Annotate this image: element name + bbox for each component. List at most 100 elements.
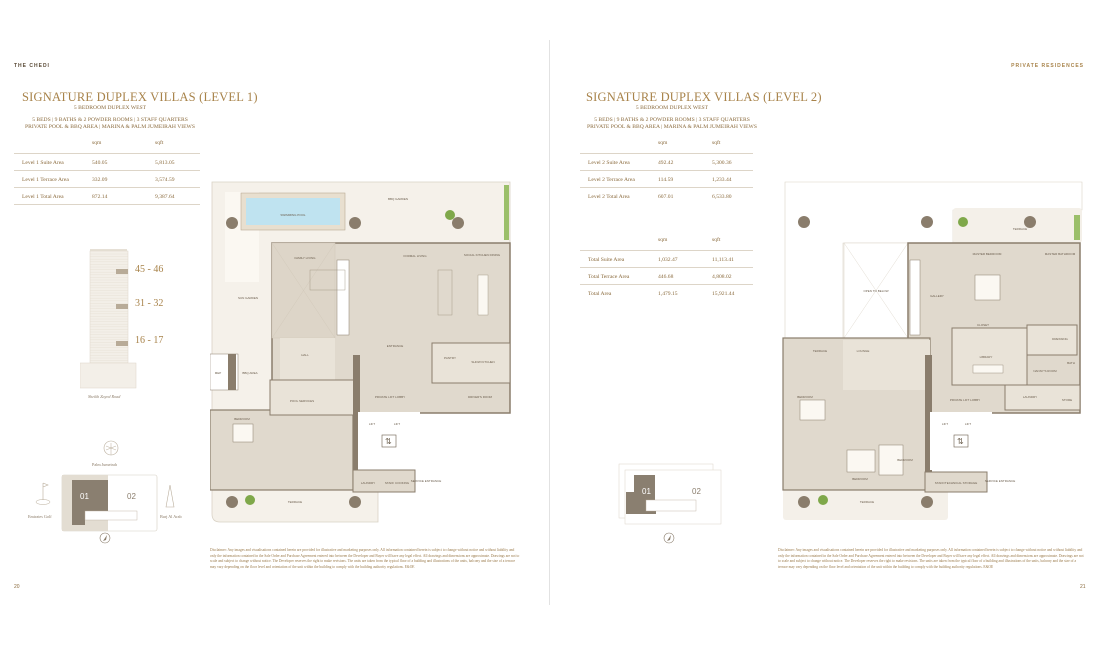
row-sqft: 15,921.44 xyxy=(712,291,735,297)
emirates-golf-label: Emirates Golf xyxy=(28,514,52,519)
label-lift-1: LIFT xyxy=(942,422,948,426)
label-terrace: TERRACE xyxy=(288,500,302,504)
north-arrow-icon xyxy=(663,532,675,544)
label-bbq-garden: BBQ GARDEN xyxy=(388,197,408,201)
label-bedroom-1: BEDROOM xyxy=(797,395,813,399)
burj-al-arab-icon xyxy=(165,484,175,508)
tower-elevation-illustration xyxy=(80,249,137,389)
label-lounge: LOUNGE xyxy=(857,349,870,353)
label-library: LIBRARY xyxy=(980,355,993,359)
label-lift-2: LIFT xyxy=(394,422,400,426)
label-lift-2: LIFT xyxy=(965,422,971,426)
row-sqm: 1,032.47 xyxy=(658,257,678,263)
label-dressing: DRESSING xyxy=(1052,337,1068,341)
label-staff-storage: STAFF/TECHNICAL STORAGE xyxy=(935,481,977,485)
plant-icon xyxy=(818,495,828,505)
bed-icon xyxy=(974,274,1001,301)
row-label: Total Terrace Area xyxy=(588,274,630,280)
lift-arrows-icon xyxy=(953,434,969,448)
row-sqm: 446.68 xyxy=(658,274,674,280)
label-bath: BATH xyxy=(1067,361,1075,365)
label-bedroom: BEDROOM xyxy=(234,417,250,421)
bed-icon xyxy=(878,444,904,476)
page-title-level-1: SIGNATURE DUPLEX VILLAS (LEVEL 1) xyxy=(22,90,258,104)
row-sqm: 114.59 xyxy=(658,177,674,183)
brand-private-residences: PRIVATE RESIDENCES xyxy=(1011,63,1084,69)
floor-marker-16-17 xyxy=(116,341,128,346)
unit-features-line-1: 5 BEDS | 9 BATHS & 2 POWDER ROOMS | 3 ST… xyxy=(594,117,750,123)
page-gutter-divider xyxy=(549,40,550,605)
svg-text:⇅: ⇅ xyxy=(385,437,392,446)
header-sqm: sqm xyxy=(658,140,668,146)
label-master-bedroom: MASTER BEDROOM xyxy=(973,252,1002,256)
bed-icon xyxy=(799,399,826,421)
floor-label-16-17: 16 - 17 xyxy=(135,335,164,346)
label-entrance: ENTRANCE xyxy=(387,344,404,348)
row-sqft: 5,813.05 xyxy=(155,160,175,166)
label-pantry: PANTRY xyxy=(444,356,456,360)
unit-01-label: 01 xyxy=(642,487,651,496)
plant-icon xyxy=(245,495,255,505)
bed-icon xyxy=(846,449,876,473)
row-sqm: 492.42 xyxy=(658,160,674,166)
table-header: sqm sqft xyxy=(14,136,200,154)
row-sqft: 6,533.80 xyxy=(712,194,732,200)
swimming-pool xyxy=(246,198,340,225)
header-sqm: sqm xyxy=(658,237,668,243)
floor-plan-level-1: ⇅ SWIMMING POOL BBQ GARDEN SUN GARDEN FA… xyxy=(210,181,511,523)
label-private-lift-lobby: PRIVATE LIFT LOBBY xyxy=(950,398,980,402)
label-service-entrance: SERVICE ENTRANCE xyxy=(411,479,441,483)
label-laundry: LAUNDRY xyxy=(1023,395,1037,399)
road-label: Sheikh Zayed Road xyxy=(88,394,121,399)
label-service-entrance: SERVICE ENTRANCE xyxy=(985,479,1015,483)
label-formal-living: FORMAL LIVING xyxy=(403,254,427,258)
unit-02-label: 02 xyxy=(692,487,701,496)
label-private-lift-lobby: PRIVATE LIFT LOBBY xyxy=(375,395,405,399)
label-bedroom-2: BEDROOM xyxy=(852,477,868,481)
page-title-level-2: SIGNATURE DUPLEX VILLAS (LEVEL 2) xyxy=(586,90,822,104)
row-sqm: 332.09 xyxy=(92,177,108,183)
floor-marker-45-46 xyxy=(116,269,128,274)
table-row: Level 2 Total Area 607.01 6,533.80 xyxy=(580,187,753,204)
floor-marker-31-32 xyxy=(116,304,128,309)
golf-flag-icon xyxy=(42,482,49,500)
plant-icon xyxy=(445,210,455,220)
unit-subtitle: 5 BEDROOM DUPLEX WEST xyxy=(635,105,709,111)
label-gallery: GALLERY xyxy=(930,294,944,298)
unit-features-line-2: PRIVATE POOL & BBQ AREA | MARINA & PALM … xyxy=(587,124,757,130)
label-pool-services: POOL SERVICES xyxy=(290,399,314,403)
unit-features-line-2: PRIVATE POOL & BBQ AREA | MARINA & PALM … xyxy=(25,124,195,130)
label-terrace-top: TERRACE xyxy=(1013,227,1027,231)
label-social-kitchen: SOCIAL KITCHEN DINING xyxy=(464,253,501,257)
row-label: Level 2 Total Area xyxy=(588,194,630,200)
row-label: Level 2 Terrace Area xyxy=(588,177,635,183)
row-label: Level 1 Terrace Area xyxy=(22,177,69,183)
header-sqm: sqm xyxy=(92,140,102,146)
row-label: Level 1 Total Area xyxy=(22,194,64,200)
row-label: Total Suite Area xyxy=(588,257,625,263)
table-row: Total Suite Area 1,032.47 11,113.41 xyxy=(580,250,753,268)
disclaimer-right: Disclaimer: Any images and visualisation… xyxy=(778,548,1084,569)
page-number-right: 21 xyxy=(1080,584,1086,590)
row-sqft: 11,113.41 xyxy=(712,257,734,263)
header-sqft: sqft xyxy=(155,140,164,146)
floor-label-31-32: 31 - 32 xyxy=(135,298,164,309)
table-header: sqm sqft xyxy=(580,233,753,251)
table-row: Level 2 Terrace Area 114.59 1,233.44 xyxy=(580,170,753,188)
lift-arrows-icon xyxy=(381,434,397,448)
label-closet: CLOSET xyxy=(977,323,989,327)
burj-al-arab-label: Burj Al Arab xyxy=(160,514,182,519)
label-staff-cooking: STAFF COOKING xyxy=(385,481,410,485)
dining-table-icon xyxy=(437,269,453,316)
table-row: Total Terrace Area 446.68 4,808.02 xyxy=(580,267,753,285)
label-nannys-room: NANNY'S ROOM xyxy=(1033,369,1057,373)
label-bbq-area: BBQ AREA xyxy=(242,371,257,375)
label-show-kitchen: SHOW KITCHEN xyxy=(471,360,494,364)
plant-icon xyxy=(958,217,968,227)
row-sqm: 1,479.15 xyxy=(658,291,678,297)
row-label: Level 2 Suite Area xyxy=(588,160,630,166)
kitchen-island-icon xyxy=(477,274,489,316)
floor-label-45-46: 45 - 46 xyxy=(135,264,164,275)
row-sqft: 5,300.36 xyxy=(712,160,732,166)
table-header: sqm sqft xyxy=(580,136,753,154)
